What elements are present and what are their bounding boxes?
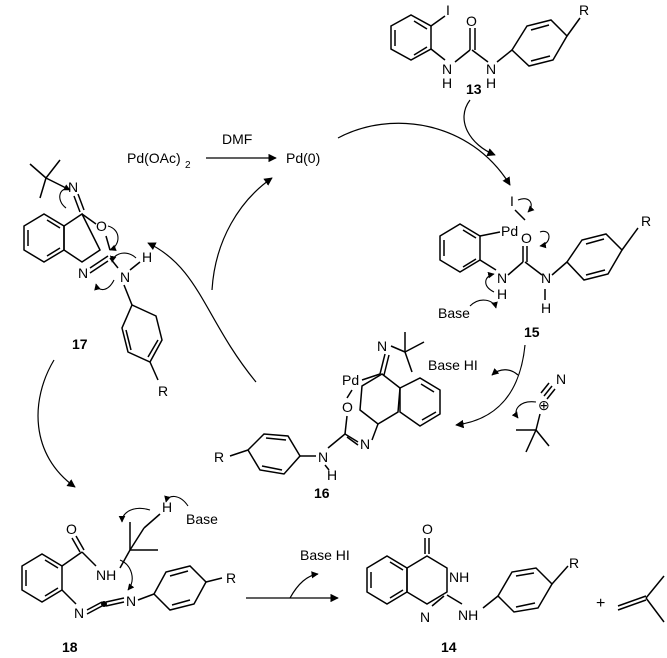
base-label: Base xyxy=(438,305,470,321)
pd0-to-15-arrow xyxy=(337,122,511,186)
h-atom-label: H xyxy=(442,75,452,91)
nitrogen-atom-label: N xyxy=(318,449,328,465)
pd0-label: Pd(0) xyxy=(286,150,320,166)
oxidative-addition-arrow xyxy=(463,99,496,157)
base-hi-release-arrow xyxy=(289,571,319,599)
oxygen-atom-label: O xyxy=(96,218,107,234)
compound-14-label: 14 xyxy=(441,639,457,655)
oxygen-atom-label: O xyxy=(466,13,477,29)
compound-18-label: 18 xyxy=(62,639,78,655)
compound-15-label: 15 xyxy=(524,324,540,340)
nh-label: NH xyxy=(96,567,116,583)
pd-acetate-label: Pd(OAc) xyxy=(127,150,181,166)
substituent-r-label: R xyxy=(641,213,651,229)
ring-opening-arrow xyxy=(37,359,76,488)
iodine-atom-label: I xyxy=(446,2,450,18)
oxygen-atom-label: O xyxy=(422,521,433,537)
pd0-regeneration-arrow xyxy=(211,177,273,291)
compound-15-structure: I Pd N H O N H R Base xyxy=(438,193,651,321)
base-hi-label: Base HI xyxy=(300,547,350,563)
nitrogen-atom-label: N xyxy=(541,270,551,286)
compound-13-label: 13 xyxy=(466,81,482,97)
substituent-r-label: R xyxy=(214,449,224,465)
substituent-r-label: R xyxy=(579,2,589,18)
nitrogen-atom-label: N xyxy=(420,609,430,625)
compound-16-label: 16 xyxy=(314,485,330,501)
nitrogen-atom-label: N xyxy=(68,179,78,195)
nitrogen-atom-label: N xyxy=(556,371,566,387)
iodine-atom-label: I xyxy=(510,193,514,209)
oxygen-atom-label: O xyxy=(66,521,77,537)
reductive-elimination-arrow xyxy=(147,242,257,383)
compound-14-structure: O NH N NH R xyxy=(366,521,579,625)
substituent-r-label: R xyxy=(569,555,579,571)
isobutene-structure xyxy=(617,575,665,623)
nh-label: NH xyxy=(458,607,478,623)
nitrogen-atom-label: N xyxy=(360,436,370,452)
nitrogen-atom-label: N xyxy=(120,269,130,285)
plus-sign: + xyxy=(596,595,605,612)
dmf-label: DMF xyxy=(222,131,252,147)
substituent-r-label: R xyxy=(158,383,168,399)
h-atom-label: H xyxy=(142,249,152,265)
isocyanide-insertion-arrow xyxy=(455,344,526,429)
nitrogen-atom-label: N xyxy=(126,593,136,609)
base-hi-label: Base HI xyxy=(428,357,478,373)
base-label: Base xyxy=(186,511,218,527)
h-atom-label: H xyxy=(497,286,507,302)
h-atom-label: H xyxy=(541,300,551,316)
tert-butyl-isocyanide-structure: N ⊕ xyxy=(511,371,566,453)
h-atom-label: H xyxy=(162,499,172,515)
nitrogen-atom-label: N xyxy=(78,265,88,281)
nh-atom-label: N xyxy=(442,61,452,77)
compound-13-structure: I N H O N H R xyxy=(390,2,589,91)
compound-16-structure: Pd N O N N H R xyxy=(214,332,441,483)
compound-18-structure: O NH H Base N N R xyxy=(21,495,236,621)
nh-label: NH xyxy=(449,569,469,585)
nh-atom-label: N xyxy=(486,61,496,77)
h-atom-label: H xyxy=(327,467,337,483)
base-hi-release-arrow xyxy=(491,368,519,376)
pd-acetate-subscript: 2 xyxy=(185,160,191,171)
compound-17-structure: N O N N H R xyxy=(23,159,168,399)
h-atom-label: H xyxy=(486,75,496,91)
nitrogen-atom-label: N xyxy=(74,605,84,621)
oxygen-atom-label: O xyxy=(521,230,532,246)
nitrogen-atom-label: N xyxy=(497,270,507,286)
oxygen-atom-label: O xyxy=(342,399,353,415)
positive-charge-label: ⊕ xyxy=(538,397,550,413)
compound-17-label: 17 xyxy=(72,336,88,352)
palladium-atom-label: Pd xyxy=(342,372,359,388)
nitrogen-atom-label: N xyxy=(377,338,387,354)
palladium-atom-label: Pd xyxy=(501,223,518,239)
substituent-r-label: R xyxy=(226,570,236,586)
